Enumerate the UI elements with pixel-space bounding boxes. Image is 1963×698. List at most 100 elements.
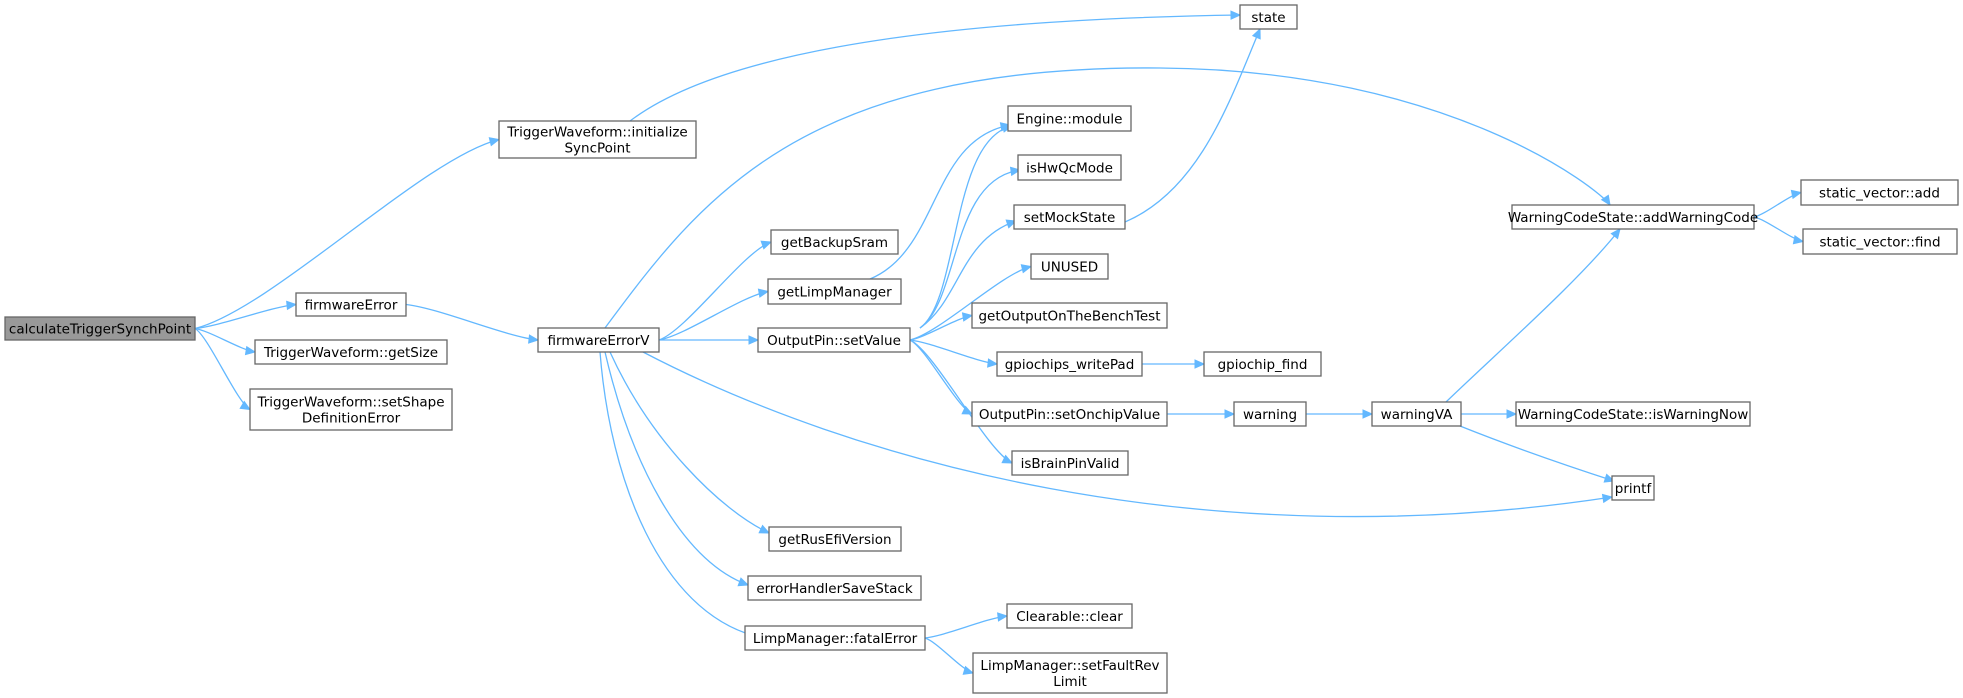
node-getSize[interactable]: TriggerWaveform::getSize [254, 339, 448, 365]
edge-arrowhead [1001, 454, 1014, 464]
node-box[interactable] [1515, 401, 1751, 427]
node-box[interactable] [1013, 204, 1126, 230]
edge-arrowhead [1792, 234, 1805, 245]
node-box[interactable] [1371, 401, 1462, 427]
edge-line [642, 351, 1613, 518]
edge-arrowhead [286, 300, 298, 311]
node-fatalError[interactable]: LimpManager::fatalError [744, 625, 926, 651]
node-box[interactable] [1011, 450, 1129, 476]
node-box[interactable] [1800, 179, 1959, 206]
edge-line [869, 124, 1011, 280]
node-addWarningCode[interactable]: WarningCodeState::addWarningCode [1508, 204, 1758, 230]
node-box[interactable] [1611, 475, 1655, 501]
edge-firmwareErrorV-to-getRusEfiVersion [609, 351, 771, 534]
node-box[interactable] [744, 625, 926, 651]
node-box[interactable] [1030, 253, 1109, 280]
node-label: Engine::module [1017, 112, 1123, 128]
node-isBrainPinValid[interactable]: isBrainPinValid [1011, 450, 1129, 476]
node-getOutputOnTheBenchTest[interactable]: getOutputOnTheBenchTest [971, 302, 1168, 329]
edge-arrowhead [1230, 10, 1242, 20]
node-staticVectorAdd[interactable]: static_vector::add [1800, 179, 1959, 206]
node-box[interactable] [1006, 603, 1133, 629]
node-isWarningNow[interactable]: WarningCodeState::isWarningNow [1515, 401, 1751, 427]
node-box[interactable] [498, 120, 697, 159]
edge-line [609, 351, 770, 534]
edge-arrowhead [1251, 27, 1261, 40]
node-label: firmwareError [305, 298, 398, 314]
edge-arrowhead [1610, 228, 1621, 240]
node-clearableClear[interactable]: Clearable::clear [1006, 603, 1133, 629]
node-box[interactable] [1239, 4, 1298, 30]
edge-setOnchipValue-to-warning [1166, 409, 1236, 419]
node-box[interactable] [770, 229, 899, 255]
node-calculateTriggerSynchPoint[interactable]: calculateTriggerSynchPoint [4, 316, 196, 341]
node-label: WarningCodeState::addWarningCode [1508, 210, 1758, 226]
node-label: getOutputOnTheBenchTest [978, 309, 1160, 325]
edge-line [1459, 425, 1615, 482]
node-setOnchipValue[interactable]: OutputPin::setOnchipValue [971, 401, 1168, 427]
node-label: SyncPoint [564, 141, 630, 157]
edge-setValue-to-unused [909, 264, 1033, 341]
edge-arrowhead [758, 524, 771, 534]
node-getBackupSram[interactable]: getBackupSram [770, 229, 899, 255]
edge-arrowhead [997, 612, 1009, 622]
node-box[interactable] [996, 351, 1143, 377]
edge-firmwareErrorV-to-errorHandlerSaveStack [604, 351, 750, 587]
node-box[interactable] [295, 292, 407, 317]
node-isHwQcMode[interactable]: isHwQcMode [1017, 154, 1122, 181]
edge-warning-to-warningVA [1305, 409, 1374, 419]
node-box[interactable] [972, 652, 1168, 694]
node-box[interactable] [1233, 401, 1307, 427]
node-unused[interactable]: UNUSED [1030, 253, 1109, 280]
node-box[interactable] [971, 302, 1168, 329]
node-box[interactable] [971, 401, 1168, 427]
node-box[interactable] [537, 327, 660, 353]
node-gpiochipFind[interactable]: gpiochip_find [1203, 351, 1322, 377]
edge-gpiochipsWritePad-to-gpiochipFind [1142, 359, 1206, 369]
node-firmwareError[interactable]: firmwareError [295, 292, 407, 317]
node-warning[interactable]: warning [1233, 401, 1307, 427]
node-box[interactable] [747, 575, 922, 601]
node-box[interactable] [1017, 154, 1122, 181]
node-label: printf [1615, 481, 1653, 497]
node-box[interactable] [4, 316, 196, 341]
node-staticVectorFind[interactable]: static_vector::find [1802, 228, 1958, 255]
node-box[interactable] [1203, 351, 1322, 377]
node-box[interactable] [768, 526, 902, 552]
node-setMockState[interactable]: setMockState [1013, 204, 1126, 230]
edge-warningVA-to-isWarningNow [1460, 409, 1518, 419]
node-engineModule[interactable]: Engine::module [1007, 105, 1132, 132]
node-box[interactable] [1511, 204, 1755, 230]
node-label: OutputPin::setOnchipValue [979, 407, 1160, 423]
node-firmwareErrorV[interactable]: firmwareErrorV [537, 327, 660, 353]
node-setValue[interactable]: OutputPin::setValue [757, 327, 911, 353]
node-printf[interactable]: printf [1611, 475, 1655, 501]
edge-arrowhead [737, 577, 750, 587]
node-errorHandlerSaveStack[interactable]: errorHandlerSaveStack [747, 575, 922, 601]
node-state[interactable]: state [1239, 4, 1298, 30]
edge-line [194, 327, 251, 411]
node-box[interactable] [249, 388, 453, 431]
node-warningVA[interactable]: warningVA [1371, 401, 1462, 427]
node-getLimpManager[interactable]: getLimpManager [767, 278, 902, 305]
edge-arrowhead [1020, 264, 1033, 274]
node-gpiochipsWritePad[interactable]: gpiochips_writePad [996, 351, 1143, 377]
edge-initializeSyncPoint-to-state [629, 10, 1242, 122]
edge-arrowhead [962, 665, 975, 675]
edge-warningVA-to-printf [1459, 425, 1616, 483]
edge-line [924, 615, 1008, 639]
node-box[interactable] [254, 339, 448, 365]
node-box[interactable] [1007, 105, 1132, 132]
edge-line [194, 138, 500, 330]
node-box[interactable] [757, 327, 911, 353]
node-box[interactable] [1802, 228, 1958, 255]
node-getRusEfiVersion[interactable]: getRusEfiVersion [768, 526, 902, 552]
edge-line [919, 125, 1013, 329]
edge-line [604, 351, 749, 586]
node-box[interactable] [767, 278, 902, 305]
edge-setValue-to-engineModule [919, 123, 1014, 329]
edge-line [919, 169, 1021, 329]
